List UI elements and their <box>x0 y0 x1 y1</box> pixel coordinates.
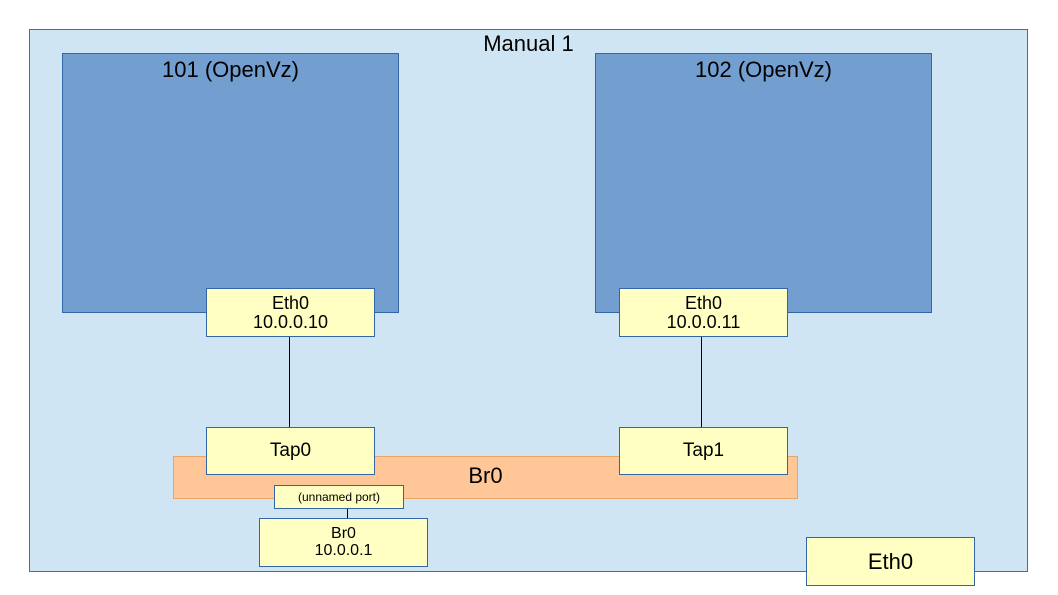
link-eth0-vm102-tap1 <box>701 337 702 427</box>
vm-101-container: 101 (OpenVz) <box>62 53 399 313</box>
br0-interface: Br0 10.0.0.1 <box>259 518 428 567</box>
unnamed-port: (unnamed port) <box>274 485 404 509</box>
br0-interface-name: Br0 <box>331 524 356 542</box>
vm-101-title: 101 (OpenVz) <box>162 57 299 82</box>
vm-102-eth0-ip: 10.0.0.11 <box>666 311 741 332</box>
bridge-br0-label: Br0 <box>468 463 503 488</box>
vm-101-eth0-name: Eth0 <box>271 292 310 313</box>
link-eth0-vm101-tap0 <box>289 337 290 427</box>
tap1-label: Tap1 <box>682 440 725 462</box>
vm-101-eth0-interface: Eth0 10.0.0.10 <box>206 288 375 337</box>
vm-102-eth0-name: Eth0 <box>684 292 723 313</box>
tap0-interface: Tap0 <box>206 427 375 475</box>
bridge-br0: Br0 <box>173 456 798 499</box>
tap0-label: Tap0 <box>269 440 312 462</box>
host-eth0-label: Eth0 <box>867 548 914 574</box>
vm-102-title: 102 (OpenVz) <box>695 57 832 82</box>
host-eth0-interface: Eth0 <box>806 537 975 586</box>
tap1-interface: Tap1 <box>619 427 788 475</box>
vm-102-eth0-interface: Eth0 10.0.0.11 <box>619 288 788 337</box>
br0-interface-ip: 10.0.0.1 <box>314 541 373 559</box>
vm-102-container: 102 (OpenVz) <box>595 53 932 313</box>
link-port-br0-iface <box>347 509 348 518</box>
unnamed-port-label: (unnamed port) <box>297 489 381 504</box>
vm-101-eth0-ip: 10.0.0.10 <box>252 311 329 332</box>
